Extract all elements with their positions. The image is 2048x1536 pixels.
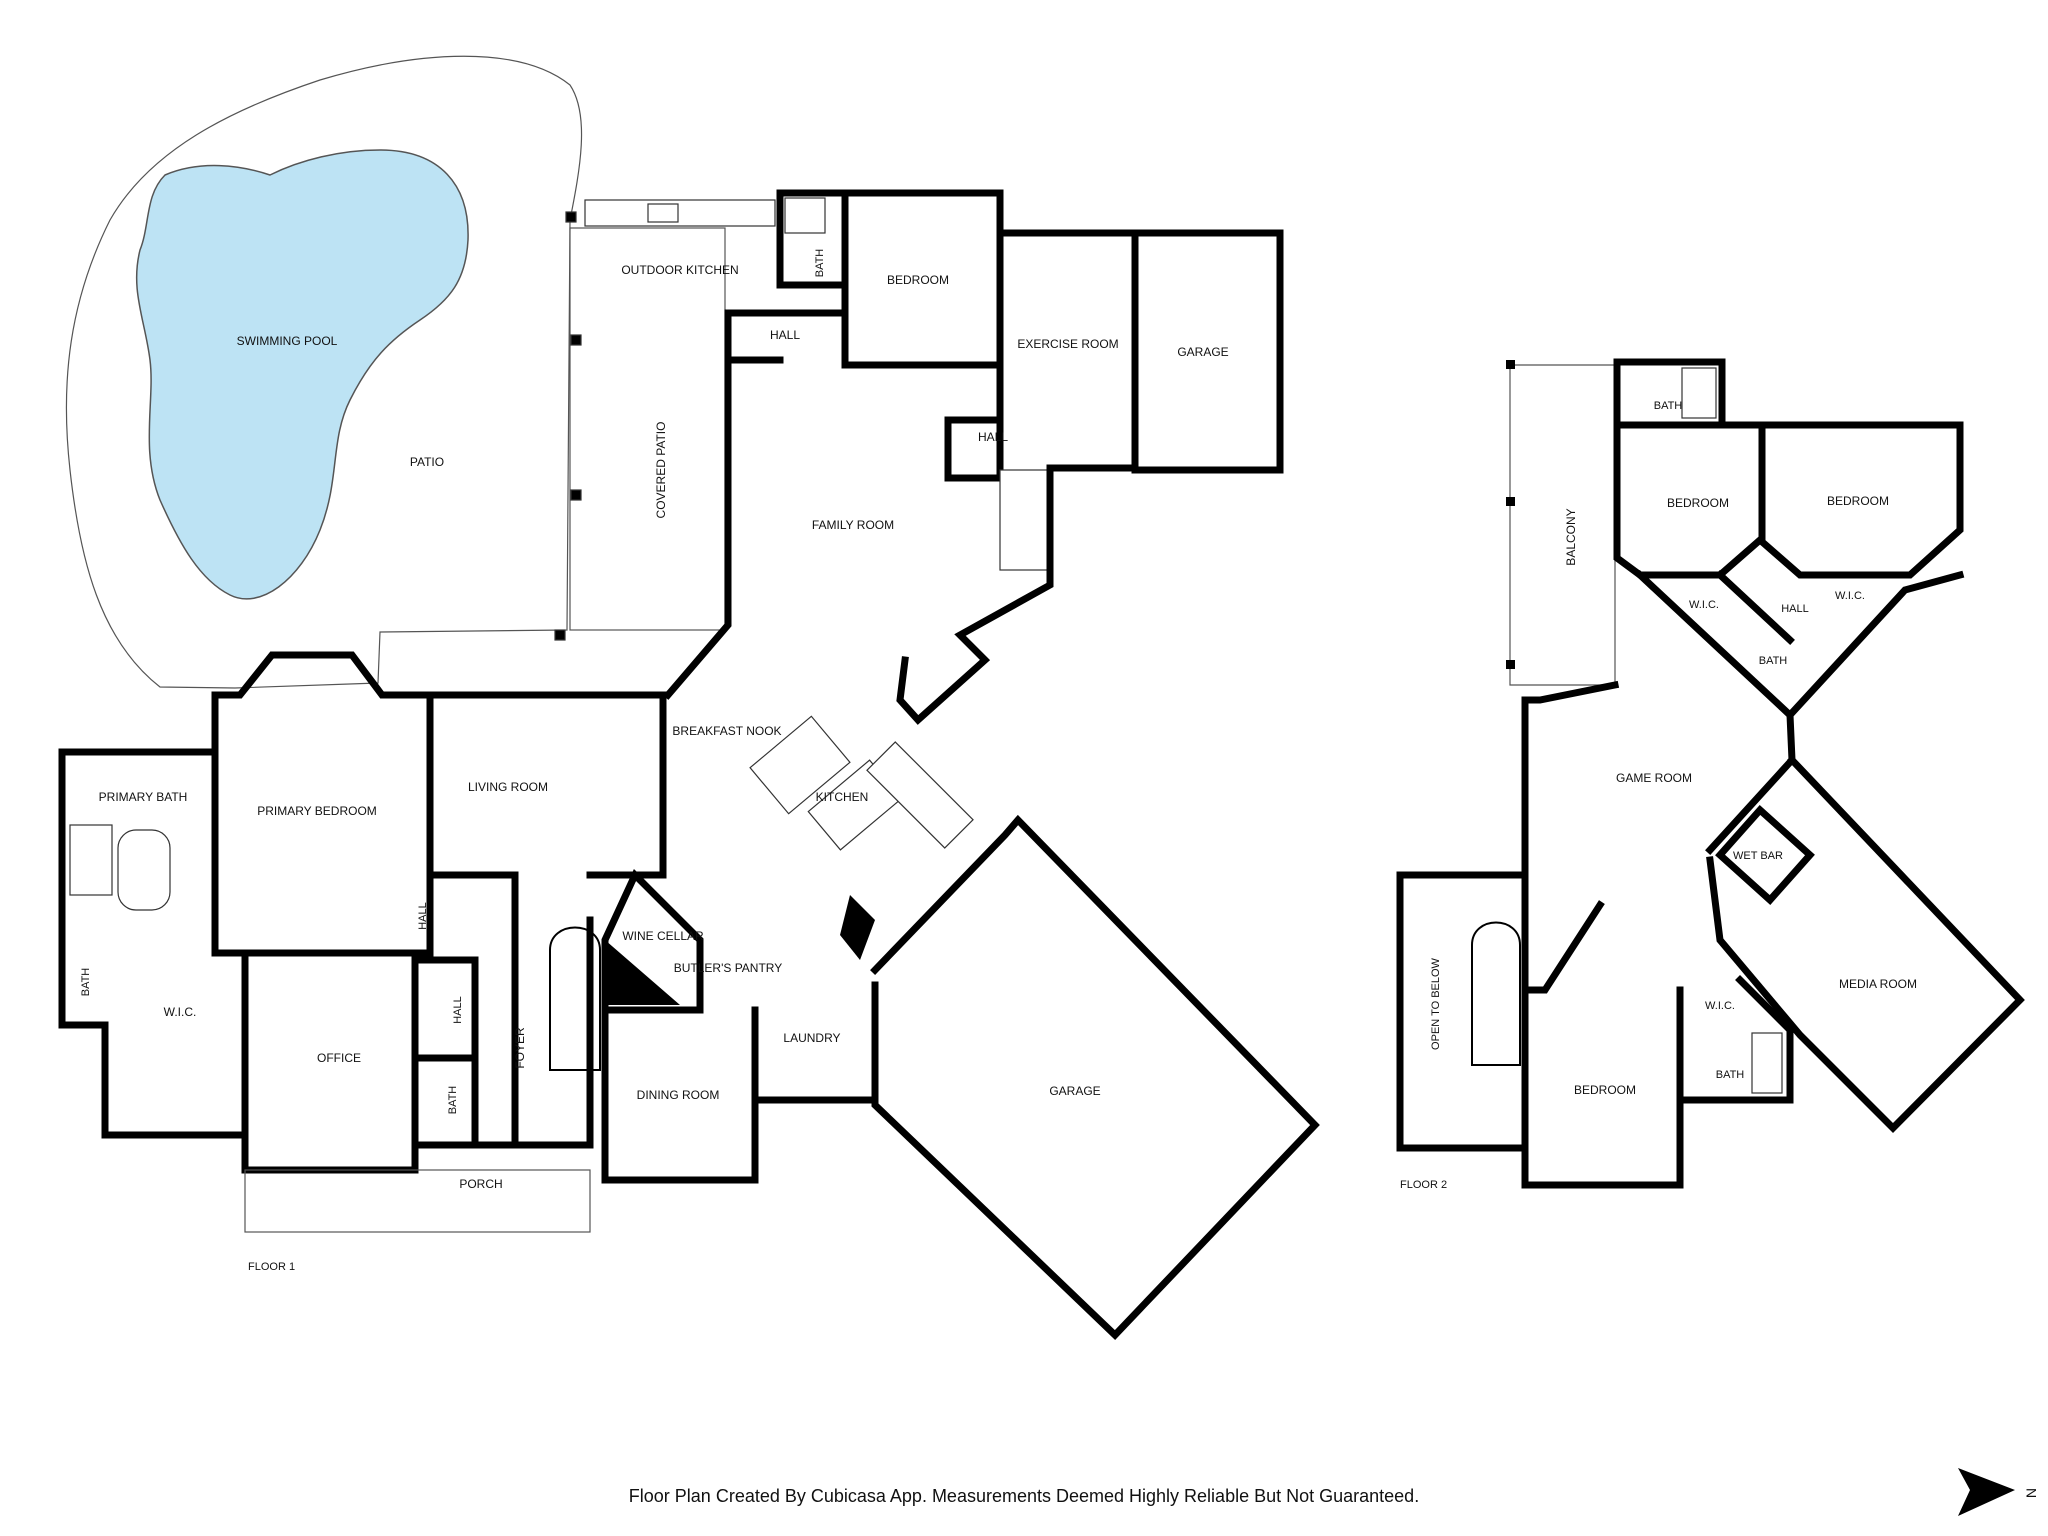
room-hall-f2: HALL xyxy=(1781,603,1809,615)
grill-icon xyxy=(647,203,679,223)
room-wet-bar: WET BAR xyxy=(1733,850,1783,862)
room-primary-bedroom: PRIMARY BEDROOM xyxy=(257,804,377,818)
wall-media-room-f2 xyxy=(1706,755,2025,1133)
room-wic-a-f2: W.I.C. xyxy=(1689,599,1719,611)
wall-primary-bedroom xyxy=(211,651,434,957)
wall-hall-top xyxy=(724,309,849,364)
tub xyxy=(1681,367,1717,419)
room-bath-top: BATH xyxy=(814,249,826,278)
room-kitchen: KITCHEN xyxy=(816,790,869,804)
wall-garage-top xyxy=(1131,229,1284,474)
shower xyxy=(69,824,113,896)
floor-2-label: FLOOR 2 xyxy=(1400,1179,1447,1191)
post xyxy=(570,489,582,501)
wall-bedrooms-top-f2 xyxy=(1613,421,1964,579)
wall-garage-main xyxy=(870,814,1320,1340)
floor-2: BATH BALCONY BEDROOM BEDROOM W.I.C. HALL… xyxy=(1396,358,2025,1191)
post xyxy=(570,334,582,346)
tub xyxy=(1751,1032,1783,1094)
kitchen-counter xyxy=(866,741,974,849)
wall-hall-office xyxy=(411,956,479,1149)
room-garage-top: GARAGE xyxy=(1177,345,1228,359)
floor-1-label: FLOOR 1 xyxy=(248,1261,295,1273)
wall-hall-f2 xyxy=(1635,570,1965,720)
patio-outline xyxy=(65,55,583,689)
room-bedroom: BEDROOM xyxy=(887,273,949,287)
swimming-pool-shape xyxy=(135,149,469,600)
room-living-room: LIVING ROOM xyxy=(468,780,548,794)
shower xyxy=(784,197,826,234)
north-arrow-icon: N xyxy=(1958,1468,2039,1516)
room-dining-room: DINING ROOM xyxy=(637,1088,720,1102)
covered-patio-area xyxy=(569,227,726,631)
wall-game-room-f2 xyxy=(1521,680,1796,994)
post xyxy=(1506,360,1515,369)
room-wine-cellar: WINE CELLAR xyxy=(622,929,704,943)
wall-bath-bedroom xyxy=(776,189,1004,369)
room-wic-c-f2: W.I.C. xyxy=(1705,1000,1735,1012)
stair-arch-f2 xyxy=(1471,921,1521,1066)
room-butlers-pantry: BUTLER'S PANTRY xyxy=(674,961,783,975)
wall-primary-bath xyxy=(58,748,249,1139)
porch-area xyxy=(244,1169,591,1233)
room-bedroom-c-f2: BEDROOM xyxy=(1574,1083,1636,1097)
outdoor-kitchen-counter xyxy=(584,199,776,227)
room-open-to-below: OPEN TO BELOW xyxy=(1430,957,1442,1050)
room-outdoor-kitchen: OUTDOOR KITCHEN xyxy=(621,263,738,277)
room-breakfast-nook: BREAKFAST NOOK xyxy=(672,724,781,738)
room-bedroom-a-f2: BEDROOM xyxy=(1667,496,1729,510)
post xyxy=(554,629,566,641)
wall-family-room xyxy=(663,356,1054,725)
room-patio: PATIO xyxy=(410,455,444,469)
wall-wet-bar-f2 xyxy=(1715,805,1815,905)
wall-foyer xyxy=(471,871,594,1149)
room-bath-left: BATH xyxy=(80,968,92,997)
room-game-room: GAME ROOM xyxy=(1616,771,1692,785)
room-bath-office: BATH xyxy=(447,1086,459,1115)
post xyxy=(1506,660,1515,669)
room-porch: PORCH xyxy=(459,1177,502,1191)
balcony-area xyxy=(1509,364,1616,686)
room-office: OFFICE xyxy=(317,1051,361,1065)
room-laundry: LAUNDRY xyxy=(783,1031,840,1045)
room-family-room: FAMILY ROOM xyxy=(812,518,894,532)
room-bath-top-f2: BATH xyxy=(1654,400,1683,412)
room-foyer: FOYER xyxy=(513,1027,527,1069)
foyer-stair-arch xyxy=(549,926,601,1071)
room-bedroom-b-f2: BEDROOM xyxy=(1827,494,1889,508)
wine-cellar-solid xyxy=(605,940,680,1005)
room-exercise-room: EXERCISE ROOM xyxy=(1017,337,1118,351)
floor-2-labels: BATH BALCONY BEDROOM BEDROOM W.I.C. HALL… xyxy=(1400,400,1917,1191)
post xyxy=(1506,497,1515,506)
stair xyxy=(999,469,1051,571)
room-swimming-pool: SWIMMING POOL xyxy=(237,334,338,348)
north-letter: N xyxy=(2023,1488,2039,1498)
wall-bedroom-low-f2 xyxy=(1521,986,1684,1189)
room-hall-left: HALL xyxy=(417,902,429,930)
tub xyxy=(117,829,171,911)
wall-open-to-below xyxy=(1396,871,1527,1152)
room-garage-main: GARAGE xyxy=(1049,1084,1100,1098)
garage-solid-corner xyxy=(840,895,875,960)
room-bath-mid-f2: BATH xyxy=(1759,655,1788,667)
room-media-room: MEDIA ROOM xyxy=(1839,977,1917,991)
room-bath-low-f2: BATH xyxy=(1716,1069,1745,1081)
wall-living-room xyxy=(426,691,667,879)
room-wic: W.I.C. xyxy=(164,1005,197,1019)
wall-hall-mid xyxy=(944,416,1004,482)
room-hall-top: HALL xyxy=(770,328,800,342)
room-hall-mid: HALL xyxy=(978,430,1008,444)
room-primary-bath: PRIMARY BATH xyxy=(99,790,188,804)
room-balcony: BALCONY xyxy=(1564,508,1578,565)
floor-1: SWIMMING POOL PATIO OUTDOOR KITCHEN COVE… xyxy=(58,55,1320,1340)
room-wic-b-f2: W.I.C. xyxy=(1835,590,1865,602)
floor-1-labels: SWIMMING POOL PATIO OUTDOOR KITCHEN COVE… xyxy=(80,249,1229,1273)
room-covered-patio: COVERED PATIO xyxy=(654,422,668,519)
kitchen-island xyxy=(749,715,851,815)
room-hall-office: HALL xyxy=(452,996,464,1024)
post xyxy=(565,211,577,223)
disclaimer-footer: Floor Plan Created By Cubicasa App. Meas… xyxy=(628,1486,1420,1506)
